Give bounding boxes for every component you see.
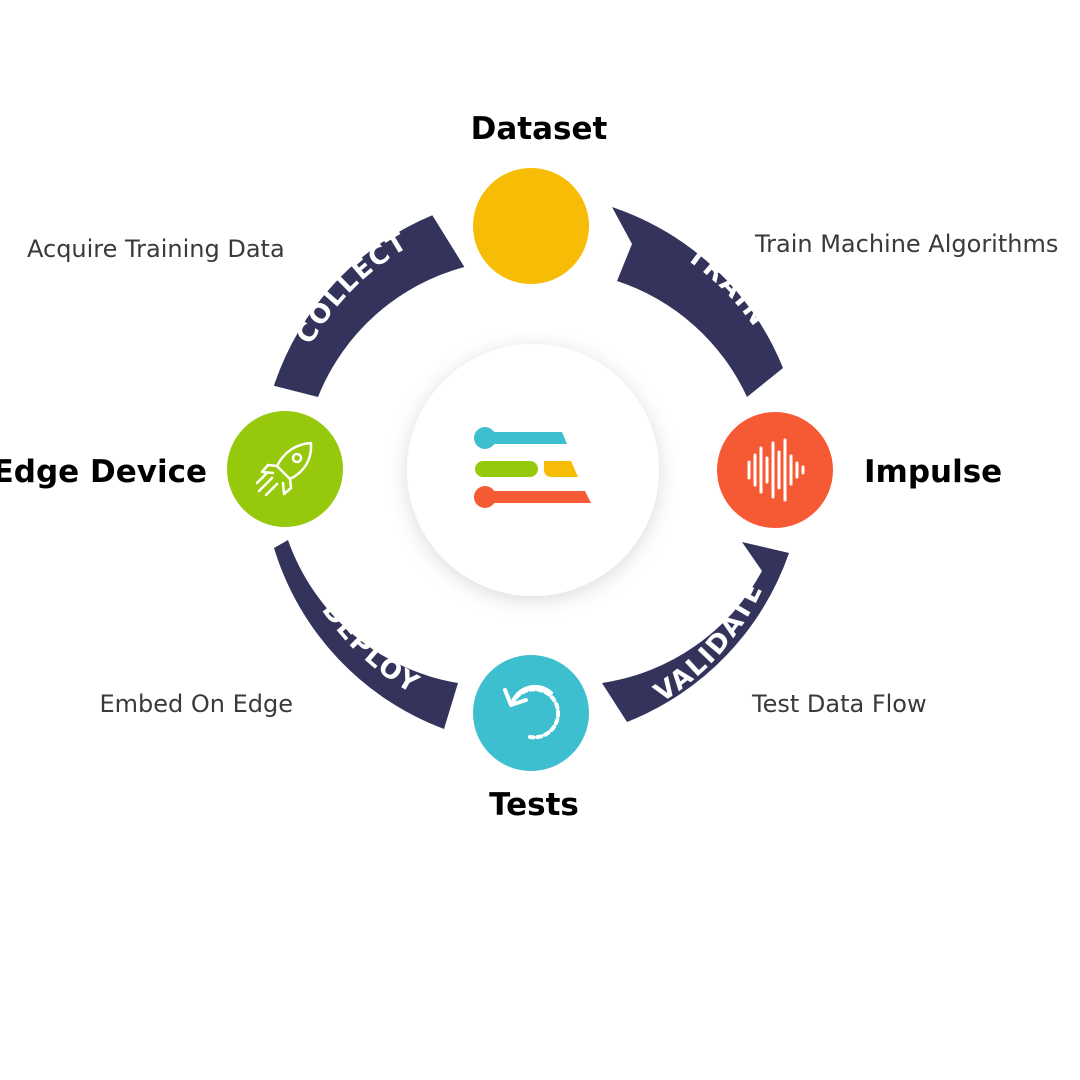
- node-impulse: [717, 412, 833, 528]
- node-dataset: [473, 168, 589, 284]
- tests-title: Tests: [489, 787, 579, 823]
- impulse-title: Impulse: [864, 454, 1002, 490]
- edge-device-title: Edge Device: [0, 454, 207, 490]
- collect-description: Acquire Training Data: [27, 235, 285, 263]
- train-description: Train Machine Algorithms: [754, 230, 1058, 258]
- refresh-icon: [503, 684, 561, 740]
- validate-description: Test Data Flow: [751, 690, 927, 718]
- dataset-title: Dataset: [471, 111, 608, 147]
- validate-label: VALIDATE: [649, 577, 768, 708]
- deploy-description: Embed On Edge: [99, 690, 293, 718]
- edge-impulse-logo-icon: [474, 427, 591, 508]
- svg-text:VALIDATE: VALIDATE: [649, 577, 770, 708]
- waveform-icon: [747, 438, 805, 502]
- node-tests: [473, 655, 589, 771]
- arrow-collect: COLLECT: [273, 215, 465, 397]
- rocket-icon: [255, 441, 313, 497]
- center-logo: [407, 344, 659, 596]
- arrow-deploy: DEPLOY: [274, 540, 458, 729]
- node-edge-device: [227, 411, 343, 527]
